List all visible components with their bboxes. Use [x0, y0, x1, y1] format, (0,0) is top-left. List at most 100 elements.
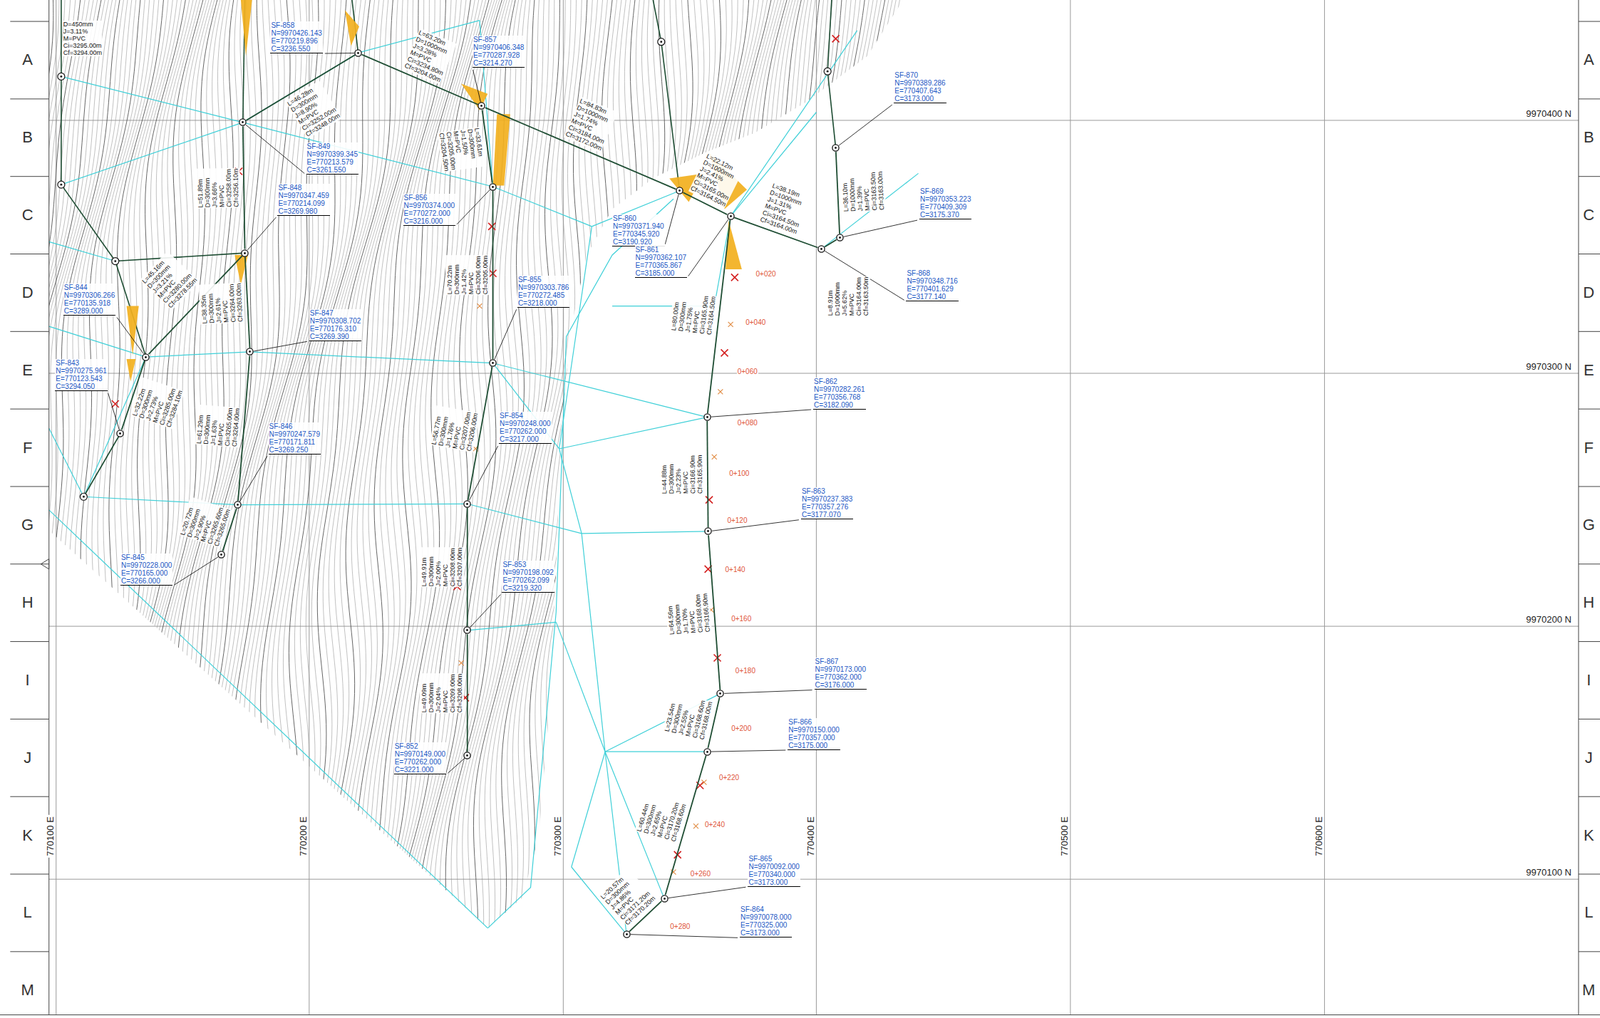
row-letter: E: [22, 361, 33, 380]
contour-line: [0, 0, 31, 1018]
manhole: SF-868 N=9970348.716 E=770401.629 C=3177…: [817, 245, 826, 254]
pipe-label: L=49.09m D=300mm J=2.04% M=PVC Ci=3209.0…: [419, 673, 464, 714]
contour-line: [52, 0, 178, 1018]
manhole-dot: [119, 432, 122, 435]
manhole-ring: [676, 187, 683, 194]
contour-line: [506, 0, 598, 1018]
tin-line: [559, 417, 708, 449]
contour-line: [580, 0, 676, 1018]
pipe-label: L=33.61m D=300mm J=1.50% M=PVC Ci=3205.0…: [436, 126, 487, 173]
pipe-line: [60, 0, 63, 77]
frame-line: [9, 641, 49, 643]
manhole-shape: [463, 751, 472, 760]
contour-line: [163, 0, 251, 1018]
contour-line: [528, 0, 618, 1018]
northing-label: 9970100 N: [1525, 867, 1572, 879]
manhole: SF-848 N=9970347.459 E=770214.099 C=3269…: [240, 249, 249, 258]
pipe-label: L=36.10m D=1000mm J=1.39% M=PVC Ci=3163.…: [840, 170, 886, 213]
manhole-ring: [660, 895, 668, 903]
contour-line: [840, 0, 928, 1018]
pipe-connector: [824, 239, 836, 247]
contour-line: [596, 0, 710, 1018]
row-letter: G: [21, 515, 34, 535]
pipe-label: L=84.83m D=1000mm J=1.74% M=PVC Ci=3184.…: [563, 96, 618, 154]
manhole-symbol: [57, 181, 65, 189]
manhole-label: SF-853 N=9970198.092 E=770262.099 C=3219…: [501, 560, 554, 593]
contour-line: [0, 0, 94, 1018]
grid-line: [55, 0, 57, 1016]
pipes: [121, 54, 840, 933]
frame-line: [9, 951, 49, 953]
contour-line: [621, 0, 755, 1018]
manhole-symbol: [823, 67, 832, 75]
pipe-label: L=56.77m D=300mm J=1.76% M=PVC Ci=3207.0…: [429, 405, 481, 453]
contour-line: [73, 0, 194, 1018]
contour-line: [789, 0, 886, 1018]
leader-lines: [108, 53, 918, 939]
frame-line: [1578, 951, 1600, 953]
station-label: 0+060: [736, 367, 759, 376]
contour-line: [0, 0, 90, 1018]
frame-line: [9, 719, 49, 720]
leader-line: [843, 220, 918, 237]
contour-line: [561, 0, 648, 1018]
flow-wedge: [344, 9, 360, 46]
manhole: SF-856 N=9970374.000 E=770272.000 C=3216…: [488, 183, 497, 192]
row-letter: K: [1583, 826, 1595, 846]
manhole-ring: [622, 931, 630, 938]
tin-line: [243, 122, 494, 187]
flow-wedge: [240, 0, 253, 57]
contour-line: [292, 0, 398, 1018]
leader-line: [447, 759, 464, 774]
manhole-label: SF-861 N=9970362.107 E=770365.867 C=3185…: [635, 245, 688, 278]
manhole-label: SF-857 N=9970406.348 E=770287.928 C=3214…: [472, 35, 525, 68]
pipe-label: L=64.56m D=300mm J=1.70% M=PVC Ci=3168.0…: [664, 592, 712, 637]
contour-line: [795, 0, 889, 1018]
x-mark: [488, 223, 496, 231]
tin-lines: [49, 20, 919, 936]
contour-line: [0, 0, 81, 1018]
contour-line: [517, 0, 608, 1018]
contour-line: [0, 0, 105, 1018]
manhole-ring: [704, 414, 711, 421]
pipe-line: [661, 42, 680, 192]
manhole-label: SF-854 N=9970248.000 E=770262.000 C=3217…: [498, 411, 551, 445]
leader-line: [239, 456, 268, 502]
tin-line: [250, 352, 494, 364]
manhole: SF-870 N=9970389.286 E=770407.643 C=3173…: [831, 143, 840, 152]
manhole-label: SF-858 N=9970426.143 E=770219.896 C=3236…: [270, 21, 323, 54]
manhole-label: SF-847 N=9970308.702 E=770176.310 C=3269…: [309, 309, 362, 342]
tin-line: [493, 363, 708, 418]
manhole-shape: [716, 689, 725, 698]
contour-line: [417, 0, 516, 1018]
manhole-shape: [660, 895, 669, 903]
pipe-label: L=20.72m D=300mm J=2.90% M=PVC Ci=3265.6…: [178, 496, 233, 549]
flow-wedge: [461, 83, 488, 110]
x-mark: [705, 496, 713, 504]
frame-line: [1578, 719, 1600, 720]
contour-line: [0, 0, 54, 1018]
station-tick: [711, 454, 717, 460]
manhole: SF-849 N=9970399.345 E=770213.579 C=3261…: [238, 118, 247, 127]
pipe-label: L=61.29m D=300mm J=1.63% M=PVC Ci=3265.0…: [194, 404, 242, 449]
frame-line: [1578, 486, 1600, 487]
pipe-label: L=70.22m D=300mm J=1.42% M=PVC Ci=3206.0…: [445, 255, 490, 296]
leader-line: [688, 219, 729, 277]
manhole-ring: [716, 690, 724, 698]
leader-line: [711, 750, 787, 752]
manhole-dot: [144, 356, 147, 359]
row-letter: M: [1582, 981, 1596, 1000]
pipe-connector: [243, 126, 246, 249]
manhole-ring: [704, 528, 712, 535]
manhole-shape: [726, 212, 735, 221]
frame-line: [1578, 331, 1600, 333]
contour-line: [630, 0, 764, 1018]
manhole-shape: [116, 429, 125, 438]
manhole-symbol: [657, 38, 665, 46]
manhole: SF-864 N=9970078.000 E=770325.000 C=3173…: [622, 930, 631, 939]
station-label: 0+160: [730, 614, 752, 623]
contour-line: [0, 0, 48, 1018]
manhole: SF-862 N=9970282.261 E=770356.768 C=3182…: [703, 413, 712, 422]
frame-line: [9, 409, 49, 410]
contour-line: [610, 0, 739, 1018]
